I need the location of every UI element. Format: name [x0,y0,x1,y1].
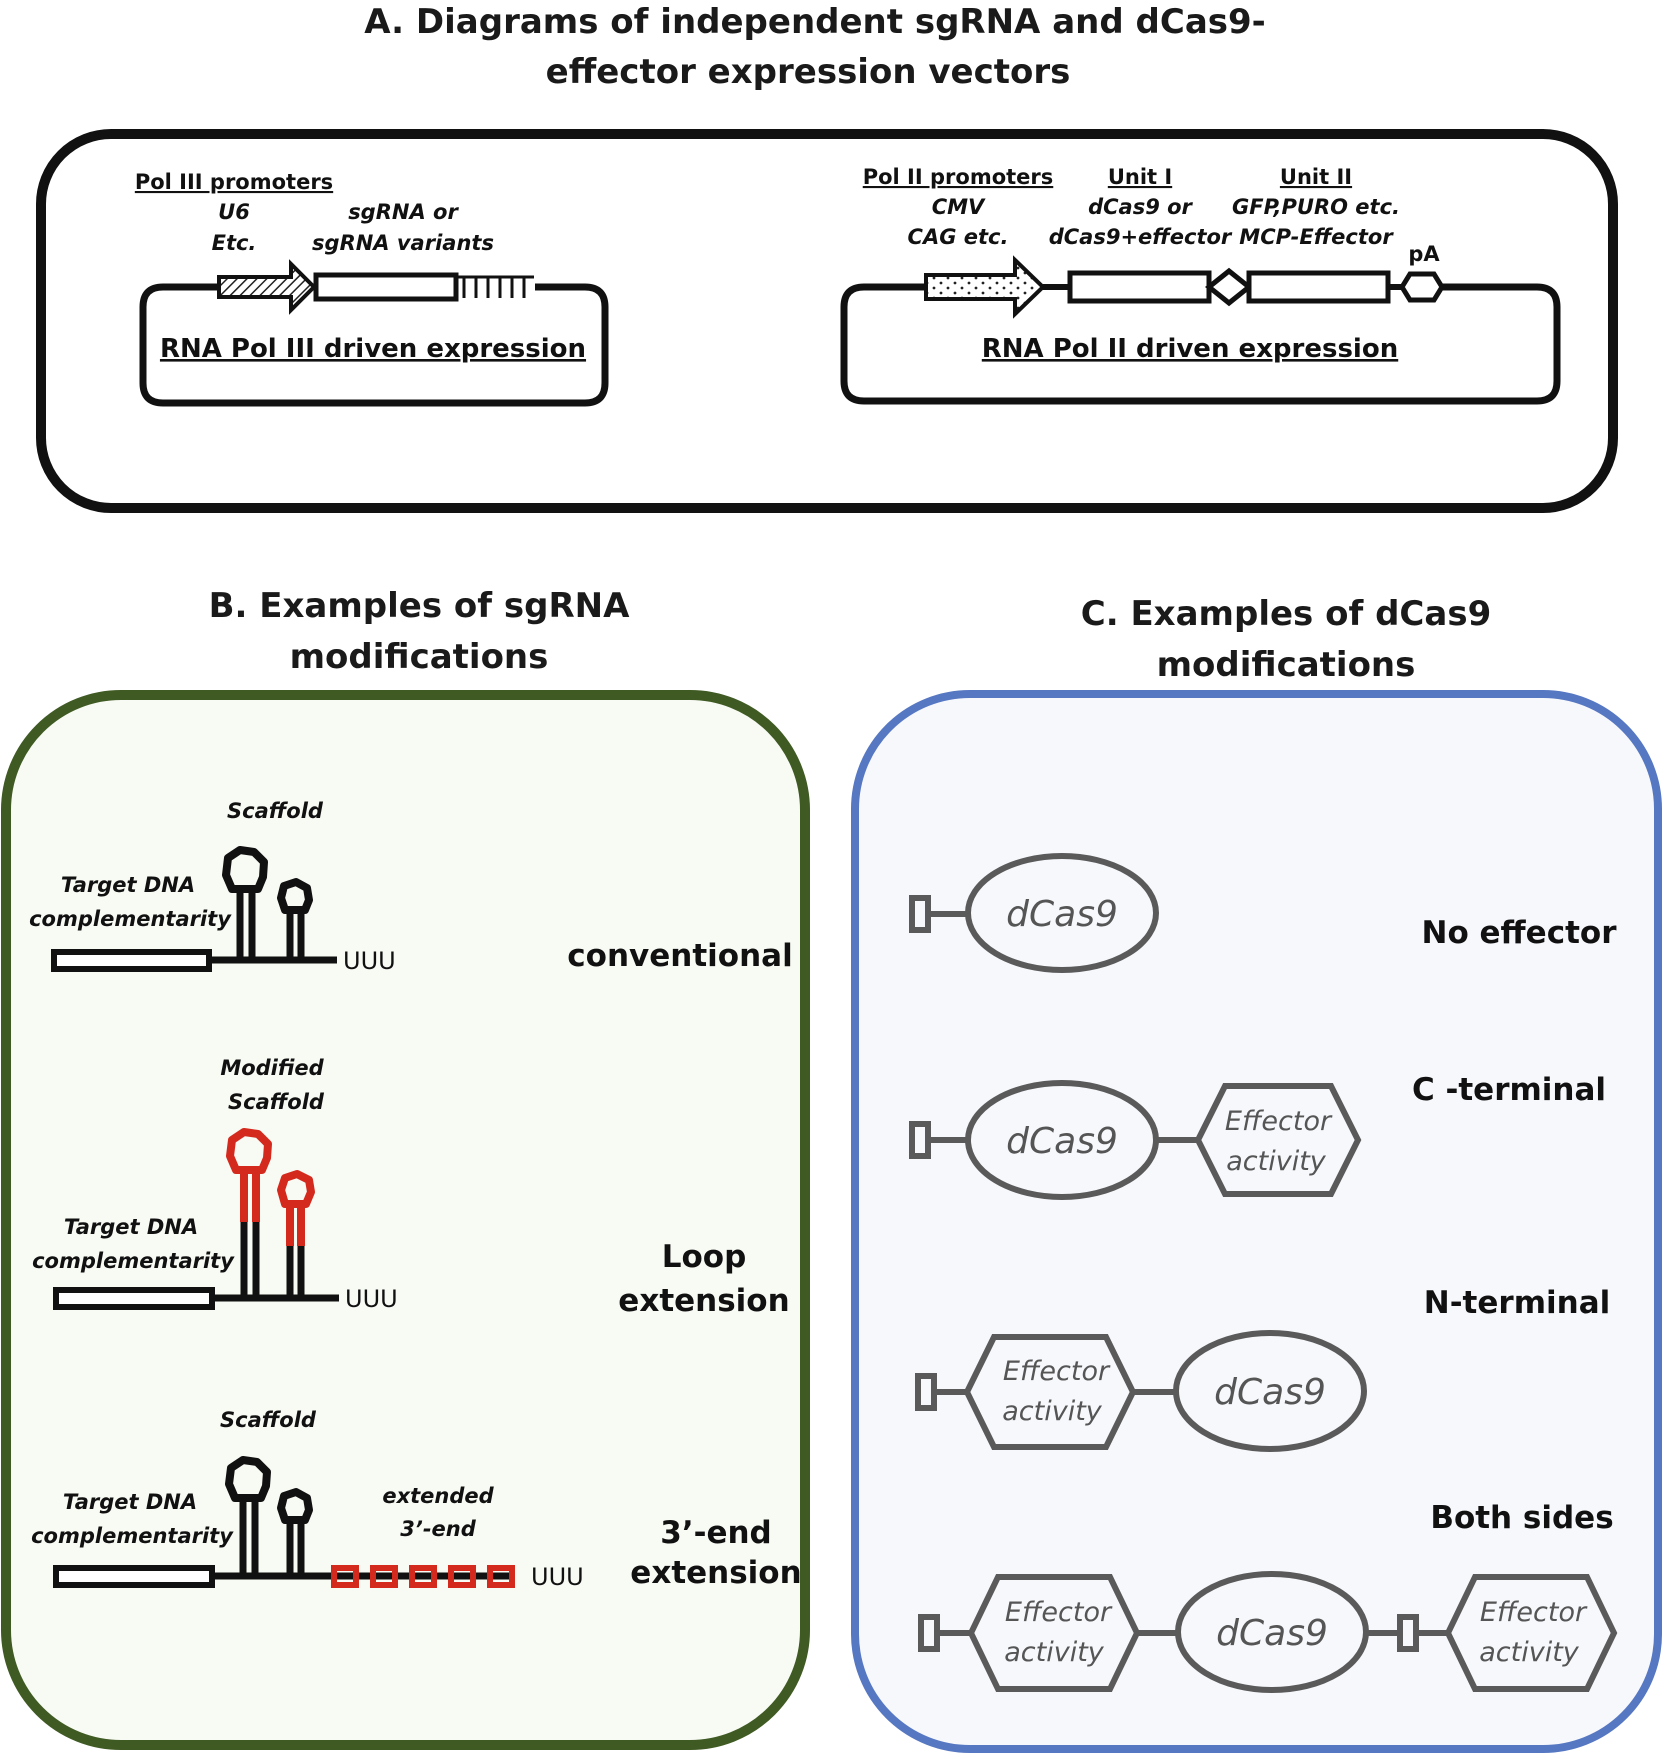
panel-a-box [36,129,1618,513]
effector-label-line2: activity [1002,1396,1103,1427]
poly-t-terminator [456,275,534,298]
sgrna-loop-extension: Modified Scaffold Target DNA complementa… [32,1056,790,1319]
end3-label-line1: 3’-end [660,1515,772,1551]
dcas9-label: dCas9 [1006,1121,1118,1162]
loop-label-line2: extension [618,1283,789,1319]
effector-label-line1: Effector [1225,1106,1333,1137]
unit2-line1: GFP,PURO etc. [1232,195,1400,219]
scaffold-label: Scaffold [227,799,324,823]
effector-hexagon-right [1444,1574,1618,1692]
unit2-box [1246,270,1391,304]
target-box [51,949,212,972]
effector-label-line1: Effector [1003,1356,1111,1387]
target-label-line2: complementarity [31,1524,234,1548]
no-effector-label: No effector [1422,915,1618,951]
effector-left-line1: Effector [1005,1597,1113,1628]
extended-label-line1: extended [382,1484,494,1508]
effector-right-line1: Effector [1480,1597,1588,1628]
extension-repeats [331,1565,515,1588]
uuu-label: UUU [343,947,396,975]
pol3-promoter-arrow [217,259,317,315]
modified-scaffold-line1: Modified [220,1056,324,1080]
pol2-promoter-arrow [924,255,1046,319]
dcas9-c-terminal [909,1080,1362,1200]
uuu-label: UUU [531,1563,584,1591]
panel-a-title-line1: A. Diagrams of independent sgRNA and dCa… [364,2,1266,42]
panel-a-title-line2: effector expression vectors [546,52,1071,92]
unit1-box [1067,270,1212,304]
sgrna-3end-extension: Scaffold Target DNA complementarity exte… [31,1408,802,1591]
dcas9-label: dCas9 [1216,1613,1328,1654]
pol3-caption: RNA Pol III driven expression [160,334,586,364]
pol2-promoter-1: CMV [932,195,986,219]
pol3-promoter-2: Etc. [212,231,257,255]
panel-c-title-line1: C. Examples of dCas9 [1081,594,1491,634]
panel-c-box [851,690,1662,1753]
dcas9-ellipse [1173,1330,1367,1452]
pol2-promoter-2: CAG etc. [908,225,1009,249]
c-terminal-label: C -terminal [1412,1072,1606,1108]
pol2-vector: Pol II promoters CMV CAG etc. Unit I dCa… [840,165,1561,405]
target-box [53,1287,215,1310]
target-label-line1: Target DNA [64,1215,198,1239]
pol3-sgrna-box [313,272,459,302]
n-terminal-label: N-terminal [1424,1285,1610,1321]
hairpin-loop-1 [225,1456,271,1502]
scaffold-label: Scaffold [220,1408,317,1432]
effector-right-line2: activity [1479,1637,1580,1668]
pol2-caption: RNA Pol II driven expression [982,334,1398,364]
effector-left-line2: activity [1004,1637,1105,1668]
polya-hexagon [1399,271,1445,303]
dcas9-label: dCas9 [1214,1372,1326,1413]
pol3-promoters-header: Pol III promoters [135,170,333,194]
pol3-plasmid-loop [139,283,609,407]
sgrna-conventional: Scaffold Target DNA complementarity UUU … [29,799,793,975]
panel-c-title-line2: modifications [1157,645,1416,685]
unit1-line2: dCas9+effector [1049,225,1233,249]
modified-loop-1 [226,1128,272,1174]
pol3-promoter-1: U6 [218,200,250,224]
dcas9-label: dCas9 [1006,894,1118,935]
polya-label: pA [1408,242,1440,266]
modified-scaffold-line2: Scaffold [228,1090,325,1114]
unit1-header: Unit I [1108,165,1172,189]
panel-b-title-line1: B. Examples of sgRNA [209,586,631,626]
pol3-insert-line2: sgRNA variants [312,231,494,255]
effector-label-line2: activity [1226,1146,1327,1177]
pol3-vector: Pol III promoters U6 Etc. sgRNA or sgRNA… [135,170,609,407]
unit2-header: Unit II [1280,165,1352,189]
end3-label-line2: extension [630,1555,801,1591]
conventional-label: conventional [567,938,792,974]
panel-b-title-line2: modifications [290,637,549,677]
pol3-insert-line1: sgRNA or [348,200,459,224]
dcas9-ellipse [965,853,1159,973]
hairpin-loop-2 [277,1488,313,1524]
target-label-line1: Target DNA [63,1490,197,1514]
target-label-line2: complementarity [29,907,232,931]
hairpin-loop-2 [277,878,313,914]
both-sides-label: Both sides [1430,1500,1613,1536]
pol2-plasmid-loop [840,283,1561,405]
dcas9-both-sides [918,1571,1618,1693]
effector-hexagon [1194,1083,1362,1197]
modified-loop-2 [277,1170,315,1208]
target-label-line2: complementarity [32,1249,235,1273]
unit1-line1: dCas9 or [1088,195,1193,219]
dcas9-n-terminal [915,1330,1367,1452]
dcas9-no-effector [909,853,1159,973]
uuu-label: UUU [345,1285,398,1313]
target-label-line1: Target DNA [61,873,195,897]
pol2-promoters-header: Pol II promoters [863,165,1054,189]
loop-label-line1: Loop [662,1239,747,1275]
target-box [53,1565,215,1588]
hairpin-loop-1 [222,846,268,893]
unit2-line2: MCP-Effector [1239,225,1394,249]
extended-label-line2: 3’-end [400,1517,476,1541]
modified-stems [240,1170,305,1246]
